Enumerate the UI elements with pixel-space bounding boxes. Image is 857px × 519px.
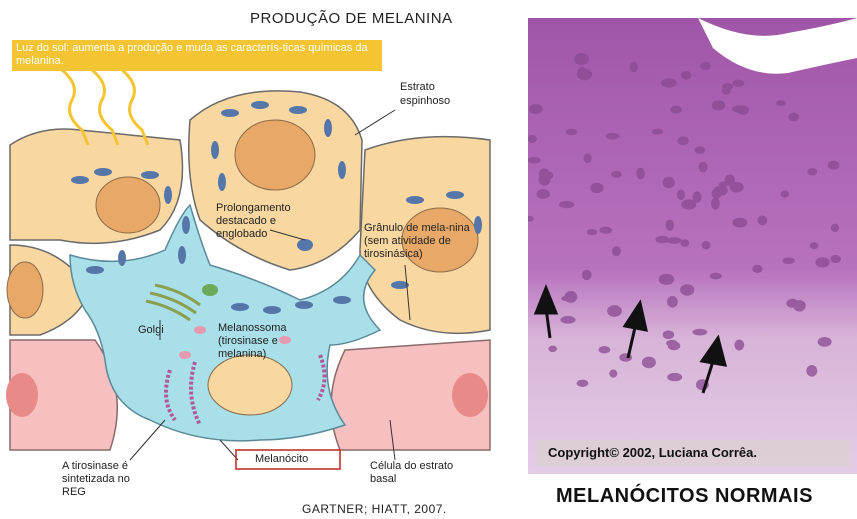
cell-nucleus	[788, 113, 799, 122]
label-melanocito: Melanócito	[255, 453, 308, 465]
cell-nucleus	[609, 370, 617, 378]
cell-nucleus	[548, 346, 557, 352]
cell-nucleus	[663, 330, 675, 339]
cell-nucleus	[577, 380, 589, 387]
cell-nucleus	[810, 242, 819, 249]
basal-nucleus	[452, 373, 488, 417]
cell-nucleus	[539, 168, 550, 180]
cell-nucleus	[590, 183, 603, 193]
cell-nucleus	[806, 365, 817, 377]
cell-nucleus	[666, 340, 678, 347]
cell-nucleus	[725, 175, 735, 187]
cell-nucleus	[599, 227, 612, 234]
cell-nucleus	[712, 100, 725, 110]
cell-nucleus	[722, 87, 731, 95]
cell-nucleus	[681, 71, 691, 80]
cell-nucleus	[607, 305, 622, 317]
cell-nucleus	[587, 229, 598, 235]
cell-nucleus	[611, 171, 622, 178]
cell-nucleus	[781, 190, 790, 197]
cell-nucleus	[782, 258, 794, 264]
cell-nucleus	[732, 218, 747, 228]
cell-nucleus	[666, 220, 675, 231]
cell-nucleus	[666, 237, 681, 244]
basal-nucleus	[6, 373, 38, 417]
cell-nucleus	[630, 62, 638, 72]
cell-nucleus	[711, 198, 720, 210]
cell-nucleus	[670, 106, 682, 114]
cell-nucleus	[815, 257, 829, 267]
cell-nucleus	[752, 265, 762, 273]
cell-nucleus	[732, 105, 745, 112]
cell-nucleus	[606, 133, 620, 140]
cell-nucleus	[700, 62, 711, 70]
cell-nucleus	[807, 168, 817, 175]
sunlight-label: Luz do sol: aumenta a produção e muda as…	[16, 42, 376, 68]
cell-nucleus	[652, 129, 663, 135]
granule	[202, 284, 218, 296]
cell-nucleus	[636, 168, 645, 180]
cell-nucleus	[831, 224, 839, 232]
cell-nucleus	[830, 255, 841, 263]
label-tirosinase: A tirosinase é sintetizada no REG	[62, 460, 142, 499]
cell-nucleus	[693, 329, 708, 336]
cell-nucleus	[702, 241, 711, 249]
cell-nucleus	[734, 340, 744, 351]
cell-nucleus	[667, 296, 678, 308]
cell-nucleus	[529, 104, 543, 114]
cell-nucleus	[642, 357, 656, 369]
cell-nucleus	[659, 274, 675, 285]
keratinocyte-nucleus	[96, 177, 160, 233]
cell-nucleus	[584, 154, 592, 164]
cell-nucleus	[612, 246, 621, 256]
cell-nucleus	[578, 67, 587, 73]
cell-nucleus	[699, 162, 708, 173]
label-golgi: Golgi	[138, 324, 164, 336]
diagram-title: PRODUÇÃO DE MELANINA	[250, 10, 453, 27]
cell-nucleus	[677, 190, 685, 201]
cell-nucleus	[732, 80, 744, 87]
cell-nucleus	[776, 100, 785, 106]
cell-nucleus	[680, 284, 694, 295]
cell-nucleus	[663, 177, 675, 188]
cell-nucleus	[680, 239, 689, 246]
cell-nucleus	[694, 146, 705, 153]
label-granulo: Grânulo de mela-nina (sem atividade de t…	[364, 222, 474, 261]
cell-nucleus	[681, 199, 696, 209]
label-melanossoma: Melanossoma (tirosinase e melanina)	[218, 322, 308, 361]
cell-nucleus	[560, 316, 575, 324]
cell-nucleus	[566, 129, 578, 136]
cell-nucleus	[528, 135, 537, 143]
label-prolongamento: Prolongamento destacado e englobado	[216, 202, 326, 241]
melanocyte-nucleus	[208, 355, 292, 415]
source-citation: GARTNER; HIATT, 2007.	[302, 502, 447, 516]
cell-nucleus	[818, 337, 832, 347]
keratinocyte-cell-left	[10, 129, 183, 243]
cell-nucleus	[565, 291, 578, 303]
label-celula-basal: Célula do estrato basal	[370, 460, 460, 486]
cell-nucleus	[599, 346, 611, 353]
cell-nucleus	[667, 373, 682, 381]
cell-nucleus	[793, 300, 806, 311]
cell-nucleus	[710, 273, 722, 280]
cell-nucleus	[678, 136, 689, 145]
keratinocyte-nucleus	[235, 120, 315, 190]
label-estrato-espinhoso: Estrato espinhoso	[400, 80, 460, 108]
cell-nucleus	[661, 78, 677, 87]
histology-micrograph	[528, 18, 857, 474]
cell-nucleus	[582, 270, 592, 280]
cell-nucleus	[828, 161, 840, 170]
micrograph-copyright: Copyright© 2002, Luciana Corrêa.	[548, 445, 757, 460]
cell-nucleus	[559, 201, 575, 208]
cell-nucleus	[528, 157, 541, 163]
cell-nucleus	[574, 53, 589, 65]
keratinocyte-nucleus	[7, 262, 43, 318]
micrograph-caption: MELANÓCITOS NORMAIS	[556, 485, 813, 508]
cell-nucleus	[537, 189, 550, 199]
cell-nucleus	[758, 216, 768, 226]
